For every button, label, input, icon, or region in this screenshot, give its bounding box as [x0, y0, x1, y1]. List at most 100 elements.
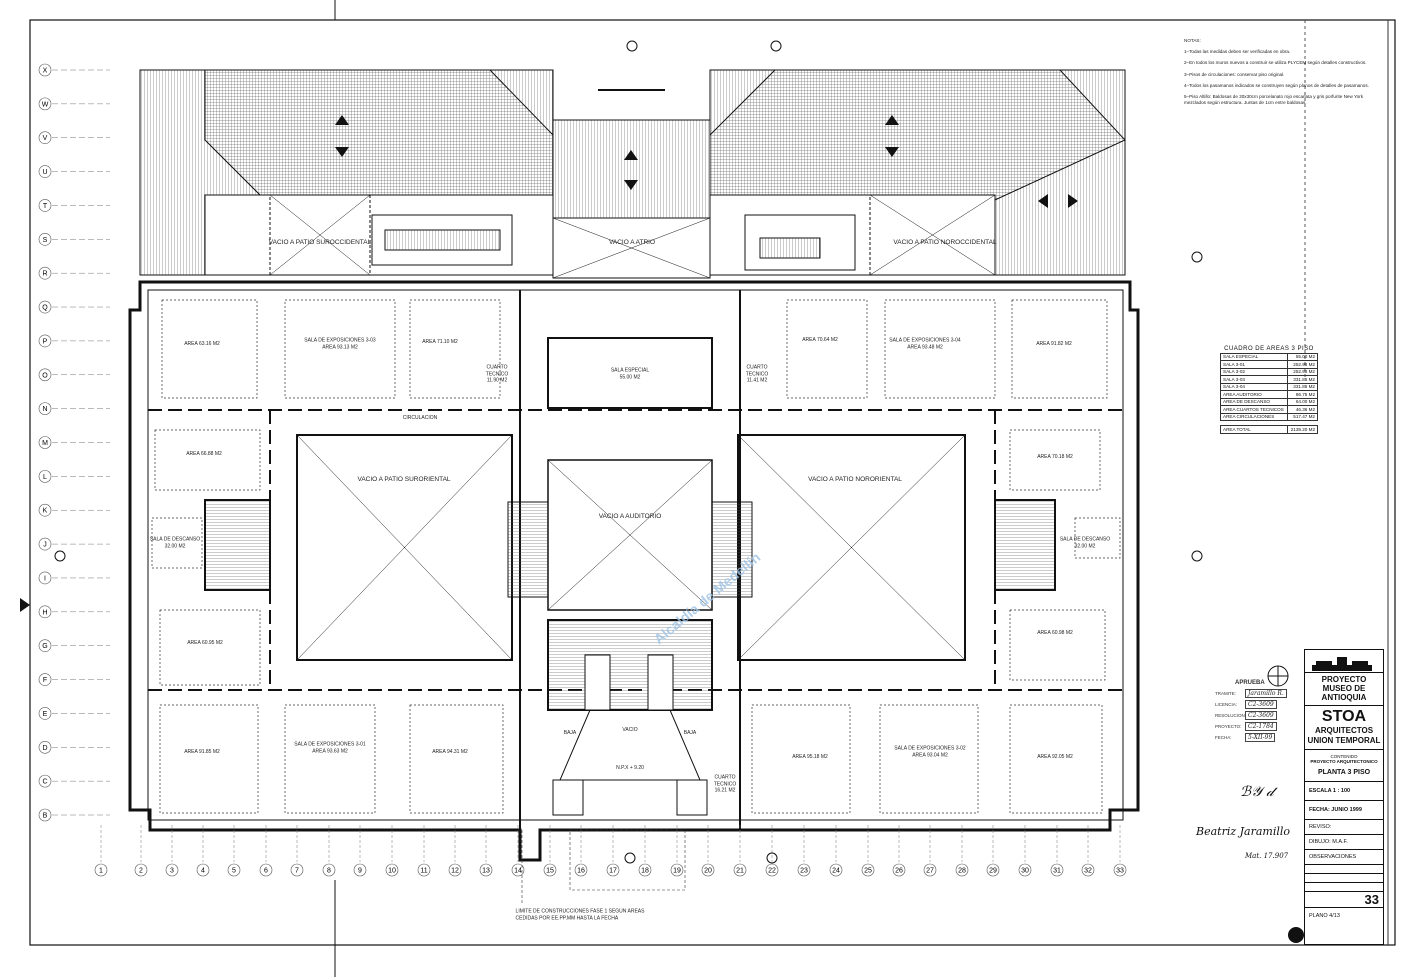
- room-outline: [1074, 517, 1121, 559]
- svg-text:8: 8: [327, 868, 331, 875]
- room-outline: [751, 704, 851, 814]
- room-outline: [161, 299, 258, 399]
- note-item: 3–Pisos de circulaciones: conservar piso…: [1184, 71, 1285, 77]
- grid-row-marker: N: [38, 402, 110, 415]
- svg-text:W: W: [42, 101, 49, 108]
- approval-field: LICENCIA:C2-3609: [1215, 699, 1301, 710]
- construction-limit-note: LIMITE DE CONSTRUCCIONES FASE 1 SEGUN AR…: [515, 908, 645, 922]
- room-label: CUARTO TECNICO 11.90 M2: [485, 364, 509, 384]
- room-label: AREA 71.10 M2: [422, 338, 458, 345]
- room-label: AREA 63.16 M2: [184, 340, 220, 347]
- svg-text:25: 25: [864, 868, 872, 875]
- svg-text:O: O: [42, 372, 48, 379]
- grid-column-marker: 18: [638, 825, 652, 877]
- svg-text:I: I: [44, 575, 46, 582]
- grid-column-marker: 28: [955, 825, 969, 877]
- svg-text:K: K: [43, 508, 48, 515]
- grid-row-marker: M: [38, 436, 110, 449]
- room-label: CUARTO TECNICO 11.41 M2: [745, 364, 769, 384]
- svg-text:F: F: [43, 677, 47, 684]
- room-outline: [159, 609, 261, 686]
- sheet-number: 33: [1364, 892, 1379, 908]
- plan-number: PLANO 4/13: [1305, 907, 1383, 924]
- observations: OBSERVACIONES: [1305, 850, 1383, 866]
- grid-column-marker: 17: [606, 825, 620, 877]
- grid-column-marker: 2: [134, 825, 148, 877]
- svg-text:D: D: [42, 745, 47, 752]
- building-outline: [128, 280, 1140, 862]
- grid-row-marker: X: [38, 63, 110, 77]
- room-outline: [151, 517, 203, 569]
- grid-row-marker: T: [38, 199, 110, 212]
- room-label: SALA DE EXPOSICIONES 3-04 AREA 93.48 M2: [889, 337, 961, 351]
- svg-text:P: P: [43, 338, 48, 345]
- room-outline: [1009, 429, 1101, 491]
- room-outline: [159, 704, 259, 814]
- svg-text:23: 23: [800, 868, 808, 875]
- grid-row-marker: F: [38, 673, 110, 686]
- area-name: AREA DE DESCANSO: [1219, 397, 1289, 406]
- grid-column-marker: 1: [94, 825, 108, 877]
- area-value: 86.75 M2: [1287, 390, 1318, 399]
- area-value: 517.47 M2: [1287, 412, 1318, 421]
- grid-column-marker: 12: [448, 825, 462, 877]
- svg-text:V: V: [43, 135, 48, 142]
- firm-subtitle: ARQUITECTOS UNION TEMPORAL: [1305, 726, 1383, 751]
- svg-text:26: 26: [895, 868, 903, 875]
- svg-text:29: 29: [989, 868, 997, 875]
- void-label: VACIO A AUDITORIO: [598, 512, 662, 520]
- grid-row-marker: S: [38, 233, 110, 246]
- general-notes: NOTAS: 1–Todas las medidas deben ser ver…: [1184, 38, 1374, 111]
- sheet-title: PLANTA 3 PISO: [1305, 764, 1383, 783]
- slope-arrows: [335, 115, 1078, 208]
- svg-text:T: T: [43, 203, 48, 210]
- approval-field: FECHA:5-XII-99: [1215, 732, 1301, 743]
- grid-row-marker: K: [38, 503, 110, 517]
- void-patios: [269, 194, 996, 661]
- grid-row-marker: L: [38, 470, 110, 483]
- grid-row-marker: B: [38, 808, 110, 822]
- svg-text:R: R: [42, 271, 47, 278]
- grid-row-marker: R: [38, 266, 110, 280]
- grid-column-marker: 32: [1081, 825, 1095, 877]
- room-label: AREA 92.05 M2: [1037, 753, 1073, 760]
- area-name: SALA 3-01: [1219, 360, 1289, 369]
- project-name: PROYECTO MUSEO DE ANTIOQUIA: [1305, 673, 1383, 707]
- grid-row-marker: D: [38, 740, 110, 754]
- grid-row-marker: V: [38, 131, 110, 145]
- room-outline: [1009, 609, 1106, 681]
- grid-column-marker: 7: [290, 825, 304, 877]
- svg-text:22: 22: [768, 868, 776, 875]
- svg-text:C: C: [42, 779, 47, 786]
- room-outline: [409, 704, 504, 814]
- void-label: VACIO A PATIO NOROCCIDENTAL: [893, 238, 997, 246]
- grid-column-marker: 22: [765, 825, 779, 877]
- svg-text:11: 11: [420, 868, 427, 875]
- drawn-by: DIBUJO: M.A.F.: [1305, 835, 1383, 851]
- room-outline: [1011, 299, 1108, 399]
- area-name: AREA CIRCULACIONES: [1219, 412, 1289, 421]
- approval-field: TRAMITE:Jaramillo R.: [1215, 688, 1301, 699]
- note-item: 5–Piso Altillo: Baldosas de 30x30cm porc…: [1184, 93, 1363, 106]
- grid-row-marker: W: [38, 97, 110, 111]
- room-label: VACIO: [622, 726, 638, 733]
- grid-column-marker: 10: [385, 825, 399, 877]
- grid-column-marker: 5: [227, 825, 241, 877]
- svg-text:2: 2: [139, 868, 143, 875]
- approval-field: RESOLUCION:C2-3609: [1215, 710, 1301, 721]
- content-label: CONTENIDO: [1330, 754, 1358, 760]
- note-item: 4–Todos los pasamanos indicados se const…: [1184, 82, 1369, 88]
- svg-text:Q: Q: [42, 305, 48, 312]
- svg-text:12: 12: [451, 868, 459, 875]
- svg-text:B: B: [43, 813, 48, 820]
- note-item: 2–En todos los muros nuevos a construir …: [1184, 60, 1367, 66]
